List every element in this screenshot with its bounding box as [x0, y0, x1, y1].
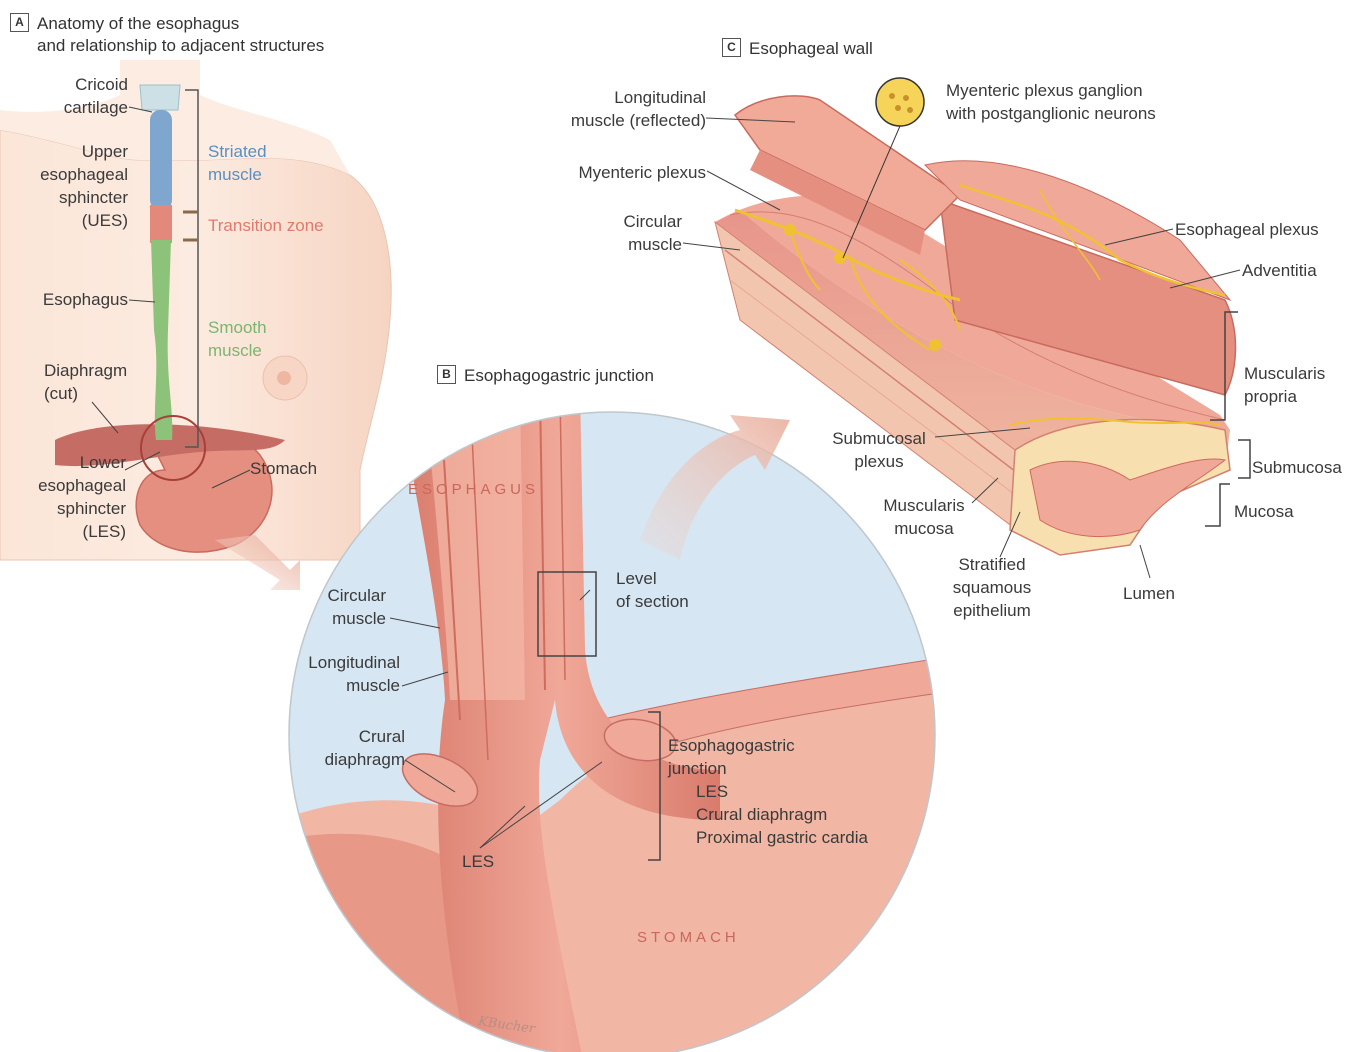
label-submucosa: Submucosa	[1252, 456, 1342, 479]
label-diaphragm-cut: Diaphragm (cut)	[44, 359, 127, 405]
panel-a-header: A Anatomy of the esophagus and relations…	[10, 13, 324, 57]
label-esophagus: Esophagus	[20, 288, 128, 311]
label-crural-diaphragm: Crural diaphragm	[300, 725, 405, 771]
label-esophageal-plexus: Esophageal plexus	[1175, 218, 1319, 241]
panel-a-title-line2: and relationship to adjacent structures	[37, 35, 324, 57]
panel-a-letter: A	[10, 13, 29, 32]
panel-a-title-line1: Anatomy of the esophagus	[37, 13, 324, 35]
label-circular-muscle-c: Circular muscle	[590, 210, 682, 256]
panel-c-header: C Esophageal wall	[722, 38, 873, 60]
label-cricoid-cartilage: Cricoid cartilage	[40, 73, 128, 119]
label-les-b: LES	[462, 850, 494, 873]
label-stomach-caps: STOMACH	[637, 926, 740, 949]
label-esophagus-caps: ESOPHAGUS	[408, 478, 539, 501]
label-stomach: Stomach	[250, 457, 317, 480]
label-muscularis-propria: Muscularis propria	[1244, 362, 1325, 408]
panel-c-letter: C	[722, 38, 741, 57]
label-circular-muscle-b: Circular muscle	[290, 584, 386, 630]
label-ganglion: Myenteric plexus ganglion with postgangl…	[946, 79, 1156, 125]
panel-b-letter: B	[437, 365, 456, 384]
label-striated-muscle: Striated muscle	[208, 140, 267, 186]
label-longitudinal-muscle-b: Longitudinal muscle	[280, 651, 400, 697]
panel-b-header: B Esophagogastric junction	[437, 365, 654, 387]
panel-b-title: Esophagogastric junction	[464, 365, 654, 387]
panel-c-title: Esophageal wall	[749, 38, 873, 60]
label-mucosa: Mucosa	[1234, 500, 1294, 523]
label-smooth-muscle: Smooth muscle	[208, 316, 267, 362]
label-longitudinal-reflected: Longitudinal muscle (reflected)	[540, 86, 706, 132]
label-submucosal-plexus: Submucosal plexus	[826, 427, 932, 473]
label-ues: Upper esophageal sphincter (UES)	[20, 140, 128, 232]
label-egj: Esophagogastric junction LES Crural diap…	[668, 734, 868, 849]
label-level-of-section: Level of section	[616, 567, 689, 613]
label-muscularis-mucosa: Muscularis mucosa	[876, 494, 972, 540]
label-transition-zone: Transition zone	[208, 214, 324, 237]
label-stratified-squamous-epithelium: Stratified squamous epithelium	[940, 553, 1044, 622]
label-les: Lower esophageal sphincter (LES)	[20, 451, 126, 543]
label-lumen: Lumen	[1123, 582, 1175, 605]
label-myenteric-plexus: Myenteric plexus	[540, 161, 706, 184]
label-adventitia: Adventitia	[1242, 259, 1317, 282]
panel-b-circle	[270, 390, 960, 1052]
